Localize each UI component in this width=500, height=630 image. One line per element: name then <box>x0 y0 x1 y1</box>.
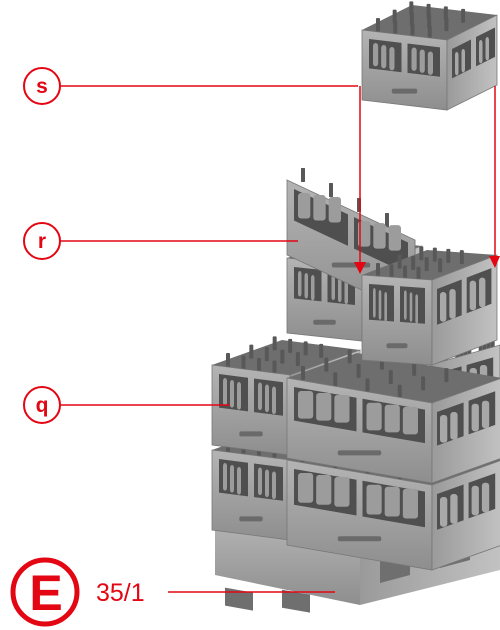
callout-s: s <box>24 68 60 104</box>
callout-s-label: s <box>36 75 48 98</box>
callout-q-label: q <box>36 394 49 417</box>
callout-r: r <box>24 223 60 259</box>
figure-reference: 35/1 <box>96 579 145 607</box>
figure-marker: E <box>13 560 77 624</box>
crate-s <box>362 1 497 110</box>
figure-marker-letter: E <box>29 565 62 621</box>
callout-r-label: r <box>38 230 46 253</box>
callout-q: q <box>24 387 60 423</box>
